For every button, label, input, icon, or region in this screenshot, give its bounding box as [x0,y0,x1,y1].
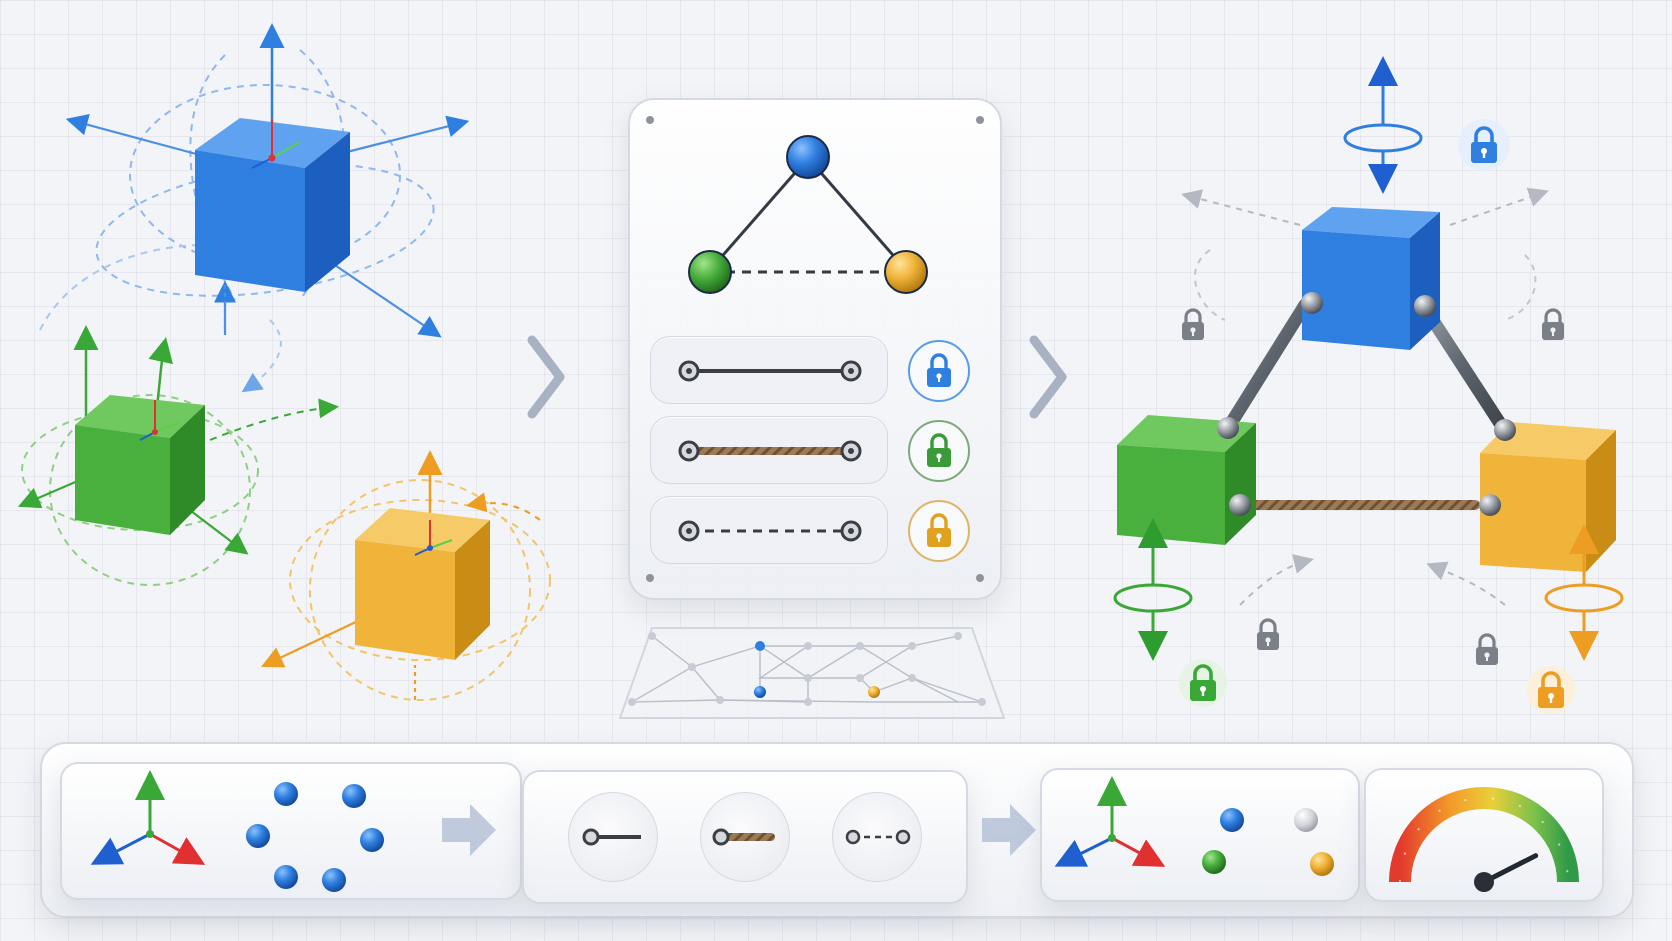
pipeline-arrow-icon [980,800,1040,860]
panel-stand [612,622,1012,722]
padlock-icon[interactable] [908,340,970,402]
padlock-icon [1458,119,1510,171]
constrained-assembly [1113,56,1624,661]
constraint-row-rope[interactable] [650,416,888,484]
constraint-row-dashed[interactable] [650,496,888,564]
yellow-cube-free[interactable] [261,450,551,701]
blue-cube-free[interactable] [39,23,470,393]
pipeline-arrow-icon [440,800,500,860]
node-yellow [884,250,928,294]
network-node-blue [755,641,765,651]
padlock-icon [1255,618,1281,652]
network-node-blue [754,686,766,698]
padlock-icon[interactable] [908,500,970,562]
stage-constraints[interactable] [522,770,968,904]
padlock-icon[interactable] [908,420,970,482]
particle-cluster [246,782,384,892]
result-ball-yellow [1310,852,1334,876]
gauge-panel [1364,768,1604,902]
constraint-row-rigid[interactable] [650,336,888,404]
green-cube-free[interactable] [17,325,339,586]
chevron-right-icon [527,335,565,419]
screw [646,116,654,124]
constraint-panel [628,98,1002,600]
padlock-icon [1540,308,1566,342]
padlock-icon [1180,308,1206,342]
screw [646,574,654,582]
chevron-right-icon [1029,335,1067,419]
result-ball-blue [1220,808,1244,832]
stage-output[interactable] [1040,768,1360,902]
result-ball-gray [1294,808,1318,832]
gauge-icon [1389,787,1579,892]
network-node-yellow [868,686,880,698]
constraint-type-rigid[interactable] [568,792,658,882]
constraint-graph [688,135,928,294]
screw [976,574,984,582]
screw [976,116,984,124]
padlock-icon [1474,633,1500,667]
constraint-type-dashed[interactable] [832,792,922,882]
padlock-icon [1179,659,1227,707]
constraint-type-rope[interactable] [700,792,790,882]
result-ball-green [1202,850,1226,874]
xyz-axes-icon [1054,776,1166,867]
xyz-axes-icon [90,770,206,865]
node-green [688,250,732,294]
node-blue [786,135,830,179]
padlock-icon [1527,666,1575,714]
